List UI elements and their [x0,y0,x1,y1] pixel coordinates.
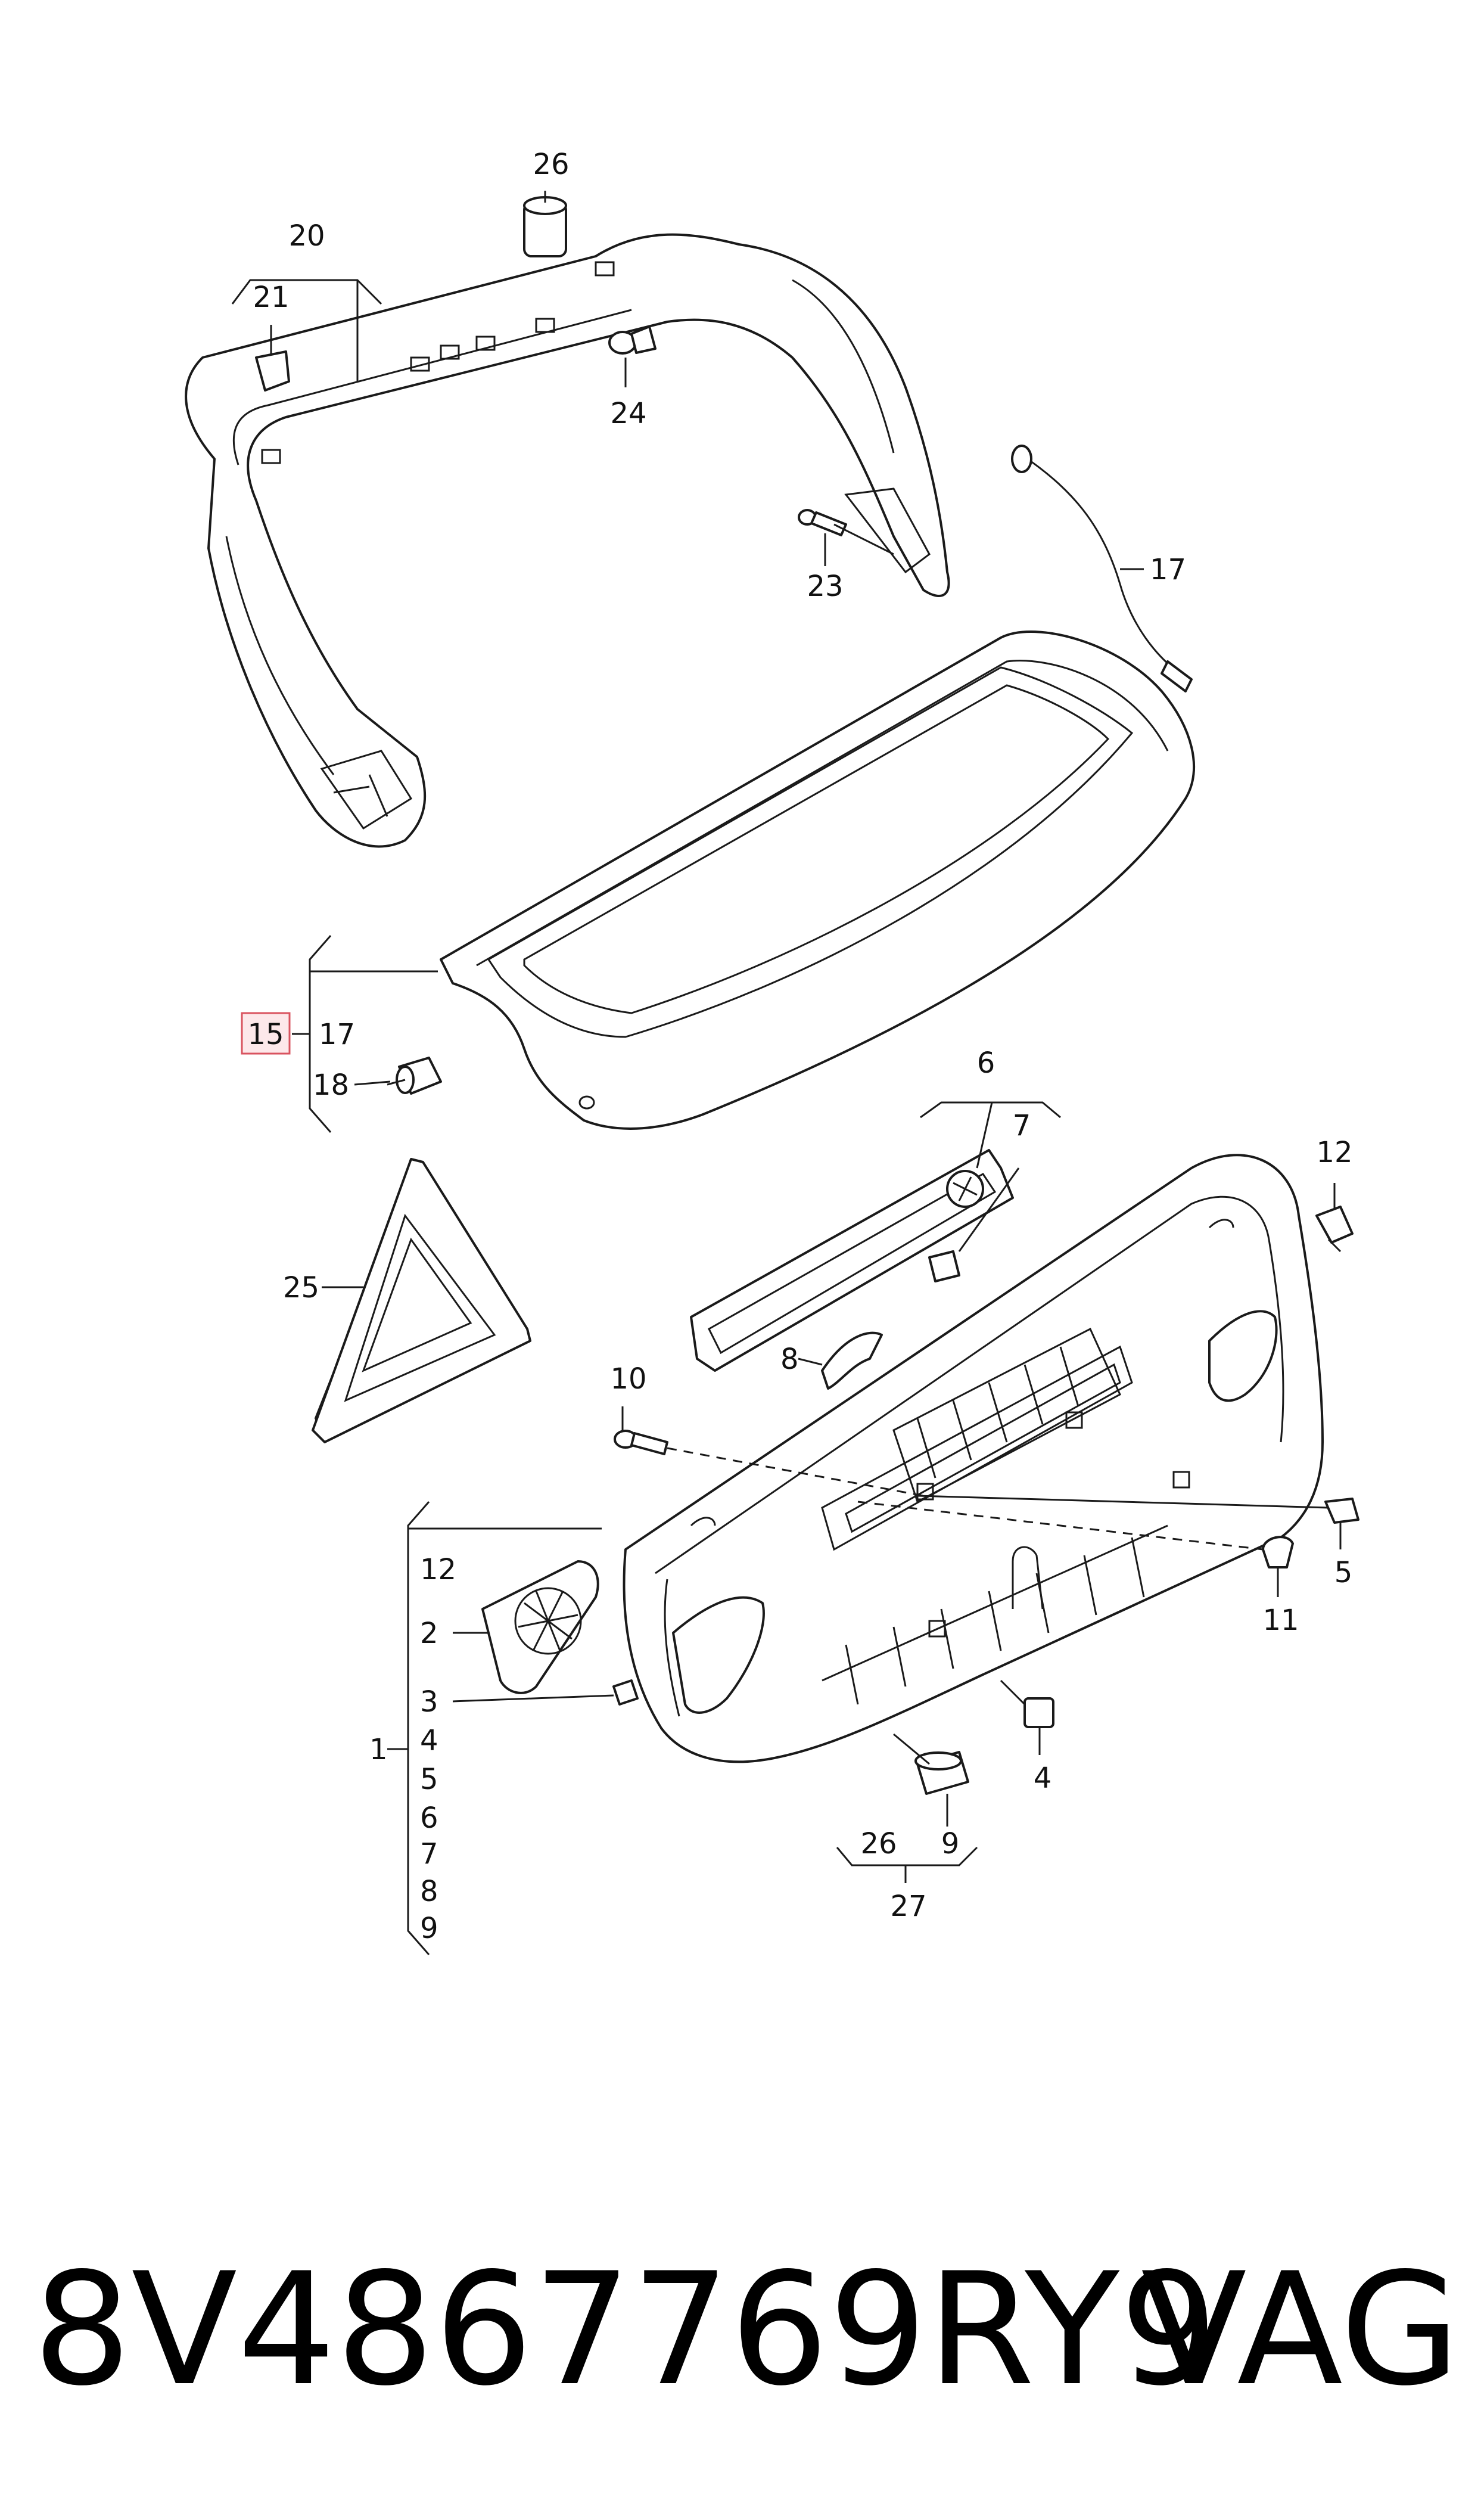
callout-17-cable: 17 [1150,553,1186,586]
parcel-shelf [440,630,1196,1130]
callout-10: 10 [610,1362,646,1396]
tailgate-trim [623,1154,1324,1763]
clip-3 [612,1679,639,1706]
callout-20: 20 [288,219,325,253]
callout-26-top: 26 [533,148,569,181]
callout-9-right: 9 [941,1827,960,1860]
callout-23: 23 [807,570,843,603]
clip-4 [1023,1697,1054,1728]
cable [1011,445,1193,692]
callout-8-list: 8 [420,1875,438,1908]
warning-triangle [312,1158,531,1443]
clip-11 [1262,1536,1294,1568]
highlight-box [241,1012,291,1055]
clip-9 [914,1751,969,1795]
part-number: 8V4867769RY9 [33,2240,1218,2420]
callout-9-list: 9 [420,1912,438,1945]
callout-6-top: 6 [977,1046,995,1080]
callout-8-top: 8 [780,1343,799,1376]
screw-23 [798,509,847,536]
callout-4-right: 4 [1034,1762,1052,1795]
grip [821,1331,883,1390]
callout-12-list: 12 [420,1553,456,1586]
callout-15: 15 [247,1018,284,1051]
brand-label: VAG [1141,2240,1460,2420]
callout-4-list: 4 [420,1724,438,1757]
clip-right [1315,1206,1354,1253]
callout-21: 21 [253,281,289,314]
upper-trim-frame [185,233,950,848]
clip-top [523,196,567,257]
callout-18: 18 [313,1069,349,1102]
callout-24: 24 [610,397,646,430]
handle-strip [690,1149,1014,1372]
clip-5 [1324,1498,1359,1524]
callout-27: 27 [890,1890,926,1923]
callout-labels: 26 20 21 24 23 17 15 17 18 6 7 12 25 8 1… [247,148,1352,1945]
callout-1: 1 [369,1733,388,1766]
screw-10 [614,1430,668,1455]
callout-2: 2 [420,1617,438,1650]
callout-12-right: 12 [1316,1136,1352,1169]
callout-5-list: 5 [420,1763,438,1796]
speaker-cover [481,1560,599,1694]
callout-7-list: 7 [420,1837,438,1871]
callout-11: 11 [1262,1604,1299,1637]
callout-17-shelf: 17 [319,1018,355,1051]
leader-lines [231,191,1342,1955]
callout-6-list: 6 [420,1801,438,1835]
clip-left [255,350,290,392]
callout-5-right: 5 [1334,1556,1353,1589]
push-pin [608,325,657,355]
callout-3: 3 [420,1685,438,1719]
callout-25: 25 [283,1271,319,1304]
callout-7-top: 7 [1013,1109,1031,1142]
callout-26-bottom: 26 [860,1827,897,1860]
buffer-stop [396,1057,442,1095]
